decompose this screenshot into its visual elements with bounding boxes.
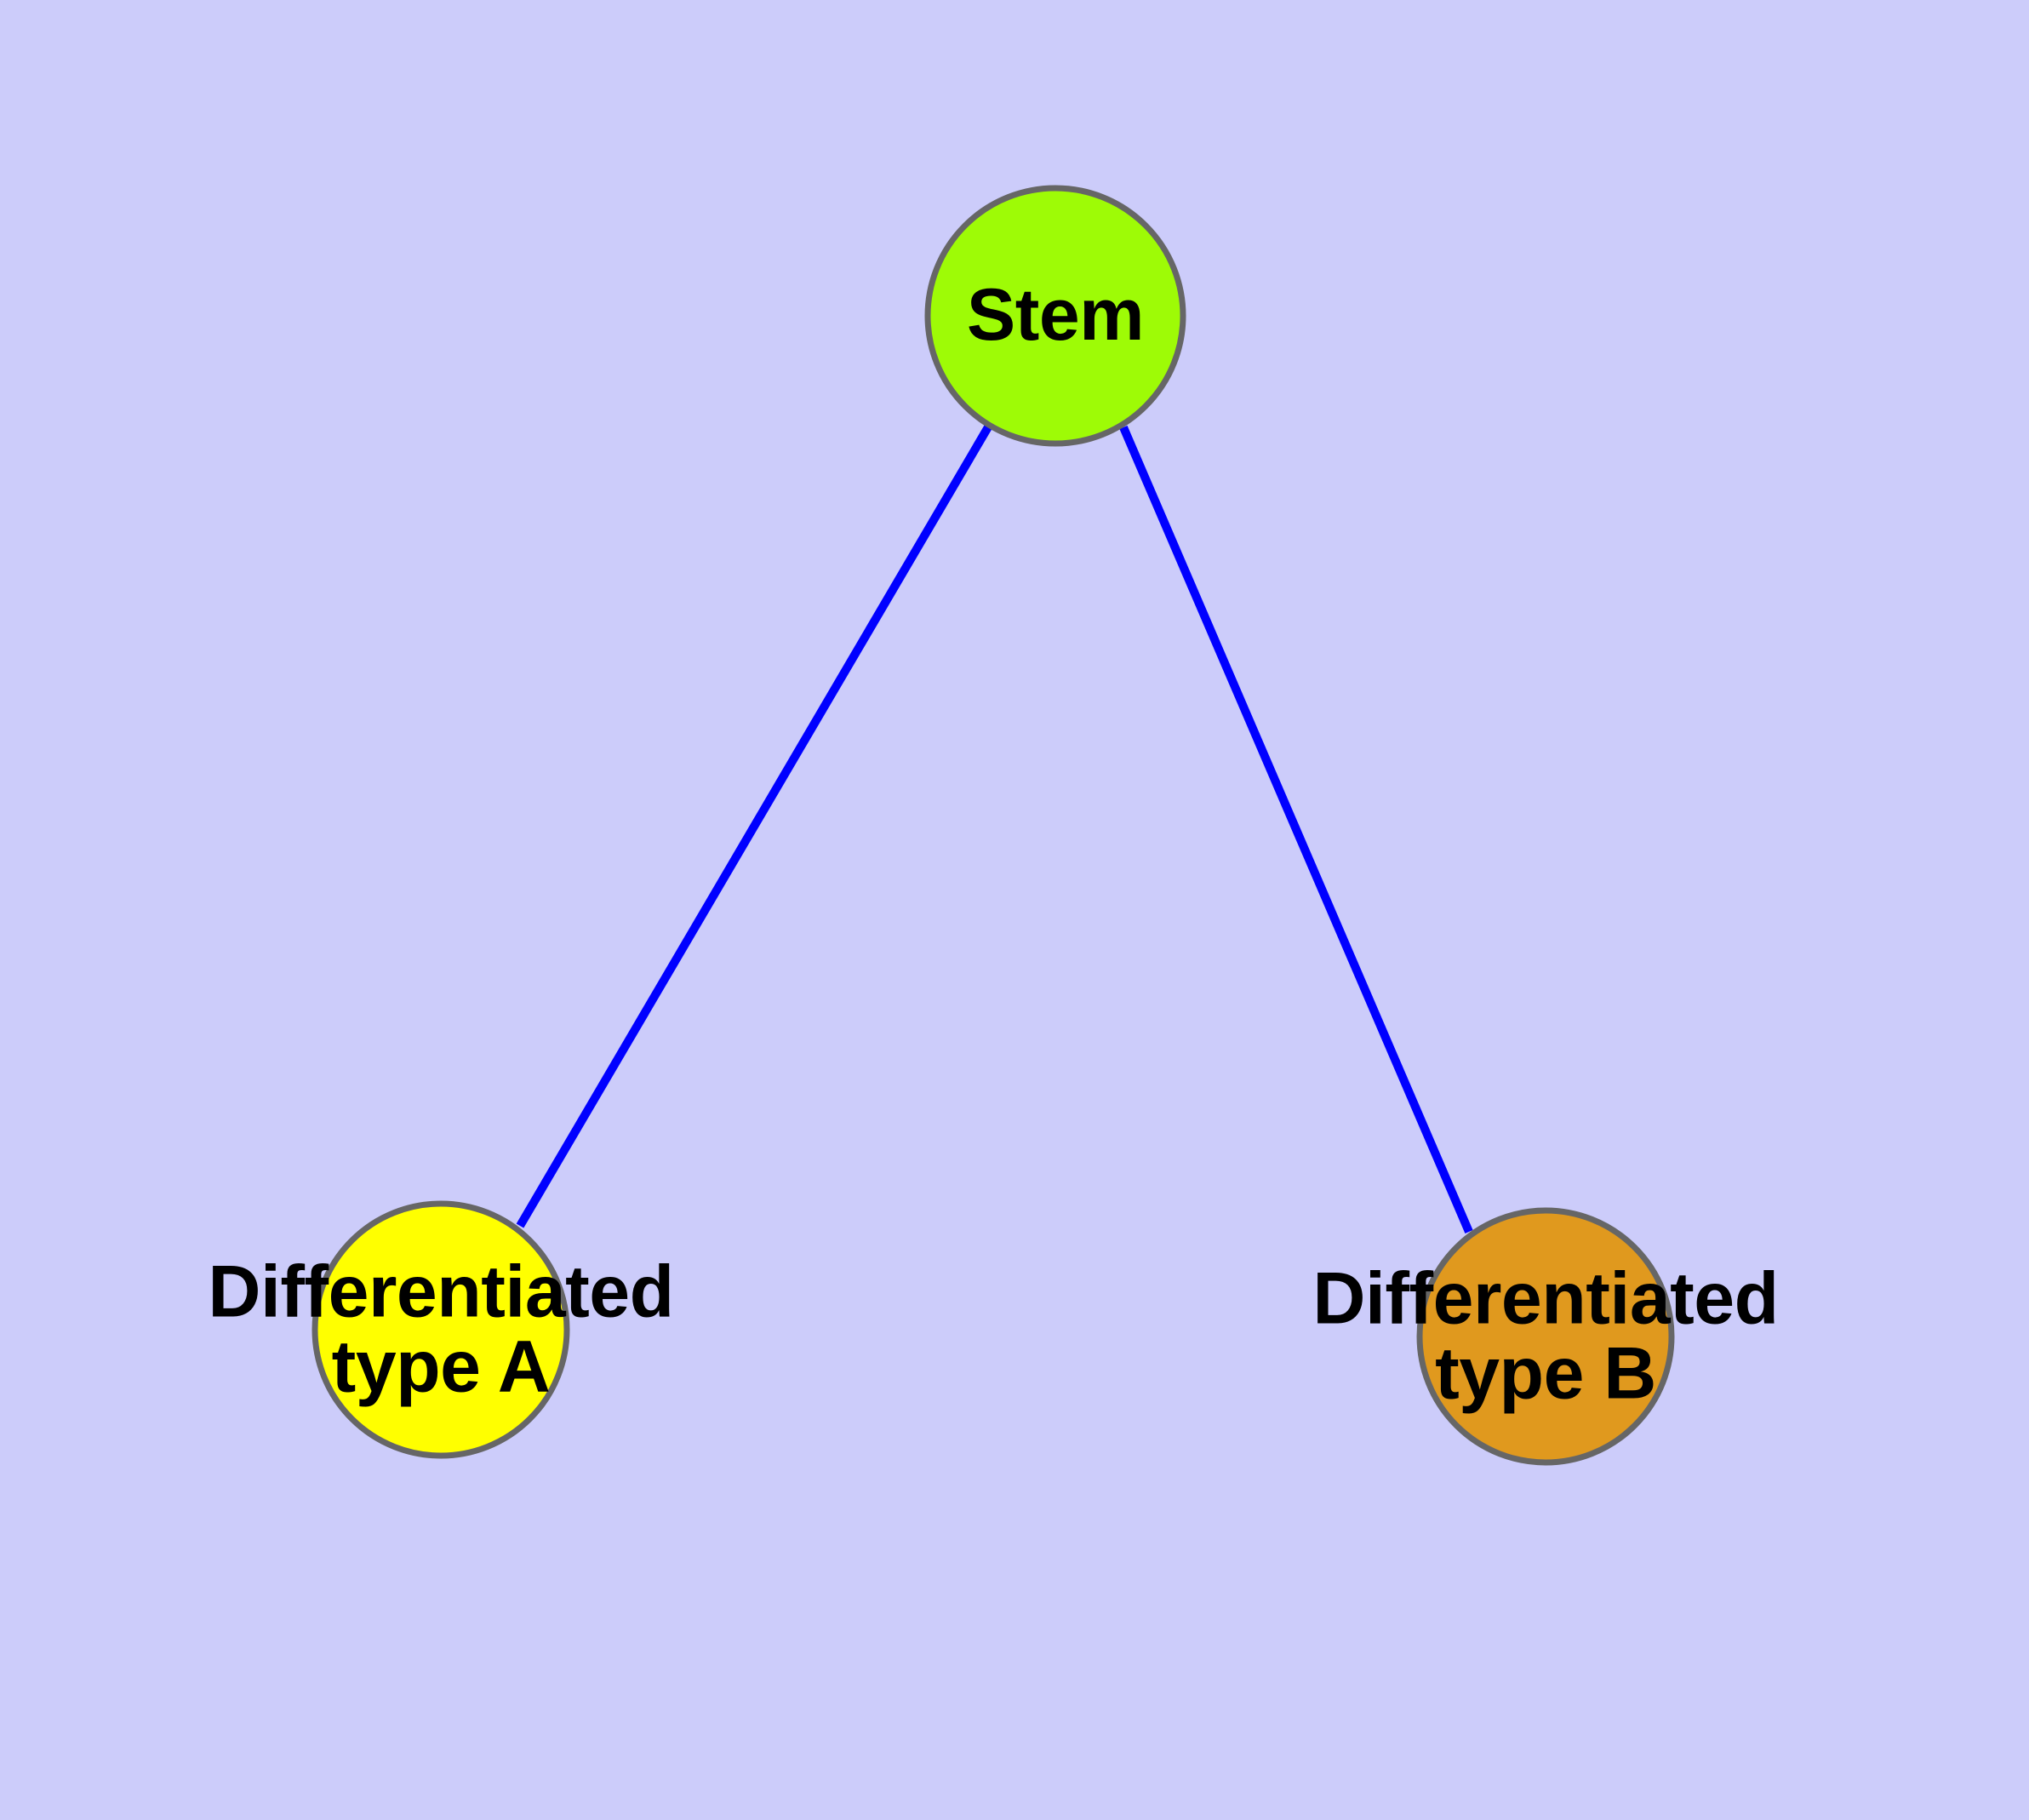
edges-group: [516, 423, 1473, 1233]
edge-stem-to-differentiated-type-b[interactable]: [1119, 426, 1473, 1233]
node-differentiated-type-b[interactable]: [1416, 1207, 1675, 1466]
nodes-group: [311, 185, 1675, 1466]
edge-stem-to-differentiated-type-a[interactable]: [516, 423, 993, 1228]
node-stem[interactable]: [924, 185, 1186, 447]
node-differentiated-type-a[interactable]: [311, 1200, 570, 1459]
